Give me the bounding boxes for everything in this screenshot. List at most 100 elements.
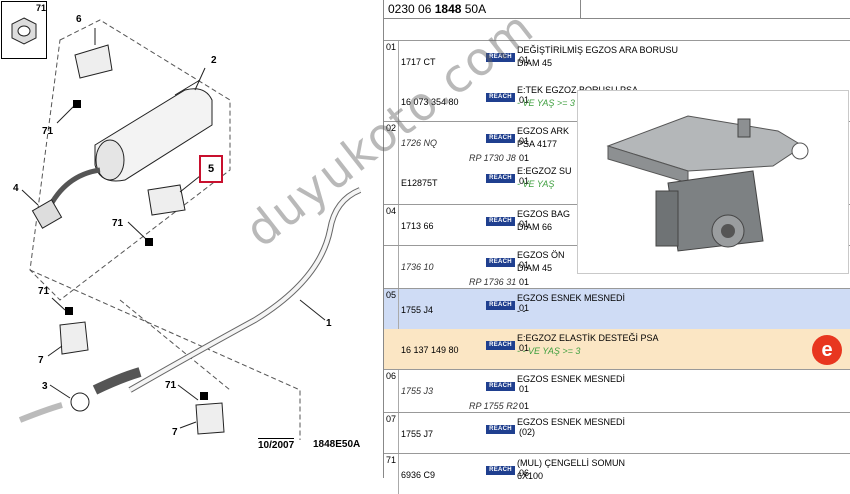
column-divider [398, 413, 399, 453]
group-number: 01 [386, 42, 397, 52]
part-quantity: 01 [519, 260, 530, 270]
column-divider [398, 246, 399, 288]
group-number: 07 [386, 414, 397, 424]
part-detail: PSA 4177 [517, 139, 558, 149]
callout-71: 71 [38, 286, 50, 297]
part-reference-alt: RP 1755 R2 [469, 401, 518, 411]
callout-71: 71 [165, 380, 177, 391]
part-detail: - VE YAŞ [517, 179, 555, 189]
part-quantity: 06 [519, 468, 530, 478]
diagram-code: 1848E50A [313, 439, 361, 450]
reach-badge: REACH [486, 425, 515, 434]
part-reference-alt: RP 1730 J8 [469, 153, 516, 163]
title-prefix: 0230 06 [388, 2, 435, 16]
exhaust-diagram: 71 6 2 71 5 4 71 1 71 7 3 71 7 10/2007 1… [0, 0, 378, 478]
part-entry[interactable]: 1755 J7 REACH (02)EGZOS ESNEK MESNEDİ [400, 413, 850, 453]
product-photo [577, 90, 849, 274]
callout-1: 1 [326, 318, 332, 329]
part-quantity: (02) [519, 427, 536, 437]
column-divider [398, 454, 399, 494]
reach-badge: REACH [486, 93, 515, 102]
callout-7: 7 [38, 355, 44, 366]
group-number: 05 [386, 290, 397, 300]
column-divider [398, 41, 399, 121]
part-description: E:EGZOZ ELASTİK DESTEĞİ PSA [517, 333, 659, 343]
part-quantity: 01 [519, 343, 530, 353]
part-detail: - VE YAŞ >= 3 [517, 98, 575, 108]
callout-4: 4 [13, 183, 19, 194]
group-number: 04 [386, 206, 397, 216]
title-suffix: 50A [461, 2, 487, 16]
page-title: 0230 06 1848 50A [384, 0, 850, 19]
part-reference: E12875T [401, 178, 438, 188]
callout-71: 71 [112, 218, 124, 229]
part-description: EGZOS BAG [517, 209, 571, 219]
part-reference: 1755 J3 [401, 386, 434, 396]
part-detail: DIAM 45 [517, 58, 553, 68]
reach-badge: REACH [486, 217, 515, 226]
part-reference: 6936 C9 [401, 470, 436, 480]
part-detail: 6X100 [517, 471, 544, 481]
column-divider [398, 370, 399, 412]
reach-badge: REACH [486, 174, 515, 183]
column-divider [398, 122, 399, 204]
column-divider [398, 205, 399, 245]
part-description: EGZOS ESNEK MESNEDİ [517, 293, 626, 303]
part-reference: 1726 NQ [401, 138, 438, 148]
part-reference: 16 073 354 80 [401, 97, 459, 107]
part-quantity-alt: 01 [519, 153, 530, 163]
part-reference: 1717 CT [401, 57, 436, 67]
reach-badge: REACH [486, 134, 515, 143]
reach-badge: REACH [486, 258, 515, 267]
part-quantity: 01 [519, 176, 530, 186]
diagram-drawing [18, 19, 362, 440]
reach-badge: REACH [486, 466, 515, 475]
callout-7: 7 [172, 427, 178, 438]
diagram-date: 10/2007 [258, 438, 295, 451]
part-reference: 1736 10 [401, 262, 434, 272]
part-reference: 1713 66 [401, 221, 434, 231]
part-description: EGZOS ÖN [517, 250, 565, 260]
callout-71: 71 [42, 126, 54, 137]
part-detail: - - VE YAŞ >= 3 [517, 346, 581, 356]
part-quantity-alt: 01 [519, 277, 530, 287]
part-reference: 16 137 149 80 [401, 345, 459, 355]
part-quantity: 01 [519, 303, 530, 313]
part-detail: DIAM 45 [517, 263, 553, 273]
part-quantity: 01 [519, 136, 530, 146]
callout-3: 3 [42, 381, 48, 392]
callout-5-highlighted[interactable]: 5 [199, 155, 223, 183]
part-quantity: 01 [519, 219, 530, 229]
part-description: EGZOS ESNEK MESNEDİ [517, 417, 626, 427]
flange-nut-icon [11, 17, 37, 45]
part-detail: DIAM 66 [517, 222, 553, 232]
part-reference: 1755 J7 [401, 429, 434, 439]
part-reference-alt: RP 1736 31 [469, 277, 517, 287]
part-reference: 1755 J4 [401, 305, 434, 315]
title-bold: 1848 [434, 2, 462, 16]
reach-badge: REACH [486, 53, 515, 62]
part-description: E:EGZOZ SU [517, 166, 572, 176]
group-number: 06 [386, 371, 397, 381]
part-description: EGZOS ESNEK MESNEDİ [517, 374, 626, 384]
part-quantity: 01 [519, 384, 530, 394]
part-detail: - - [517, 306, 526, 316]
reach-badge: REACH [486, 341, 515, 350]
group-number: 02 [386, 123, 397, 133]
part-quantity: 01 [519, 55, 530, 65]
e-brand-icon[interactable]: e [812, 335, 842, 365]
